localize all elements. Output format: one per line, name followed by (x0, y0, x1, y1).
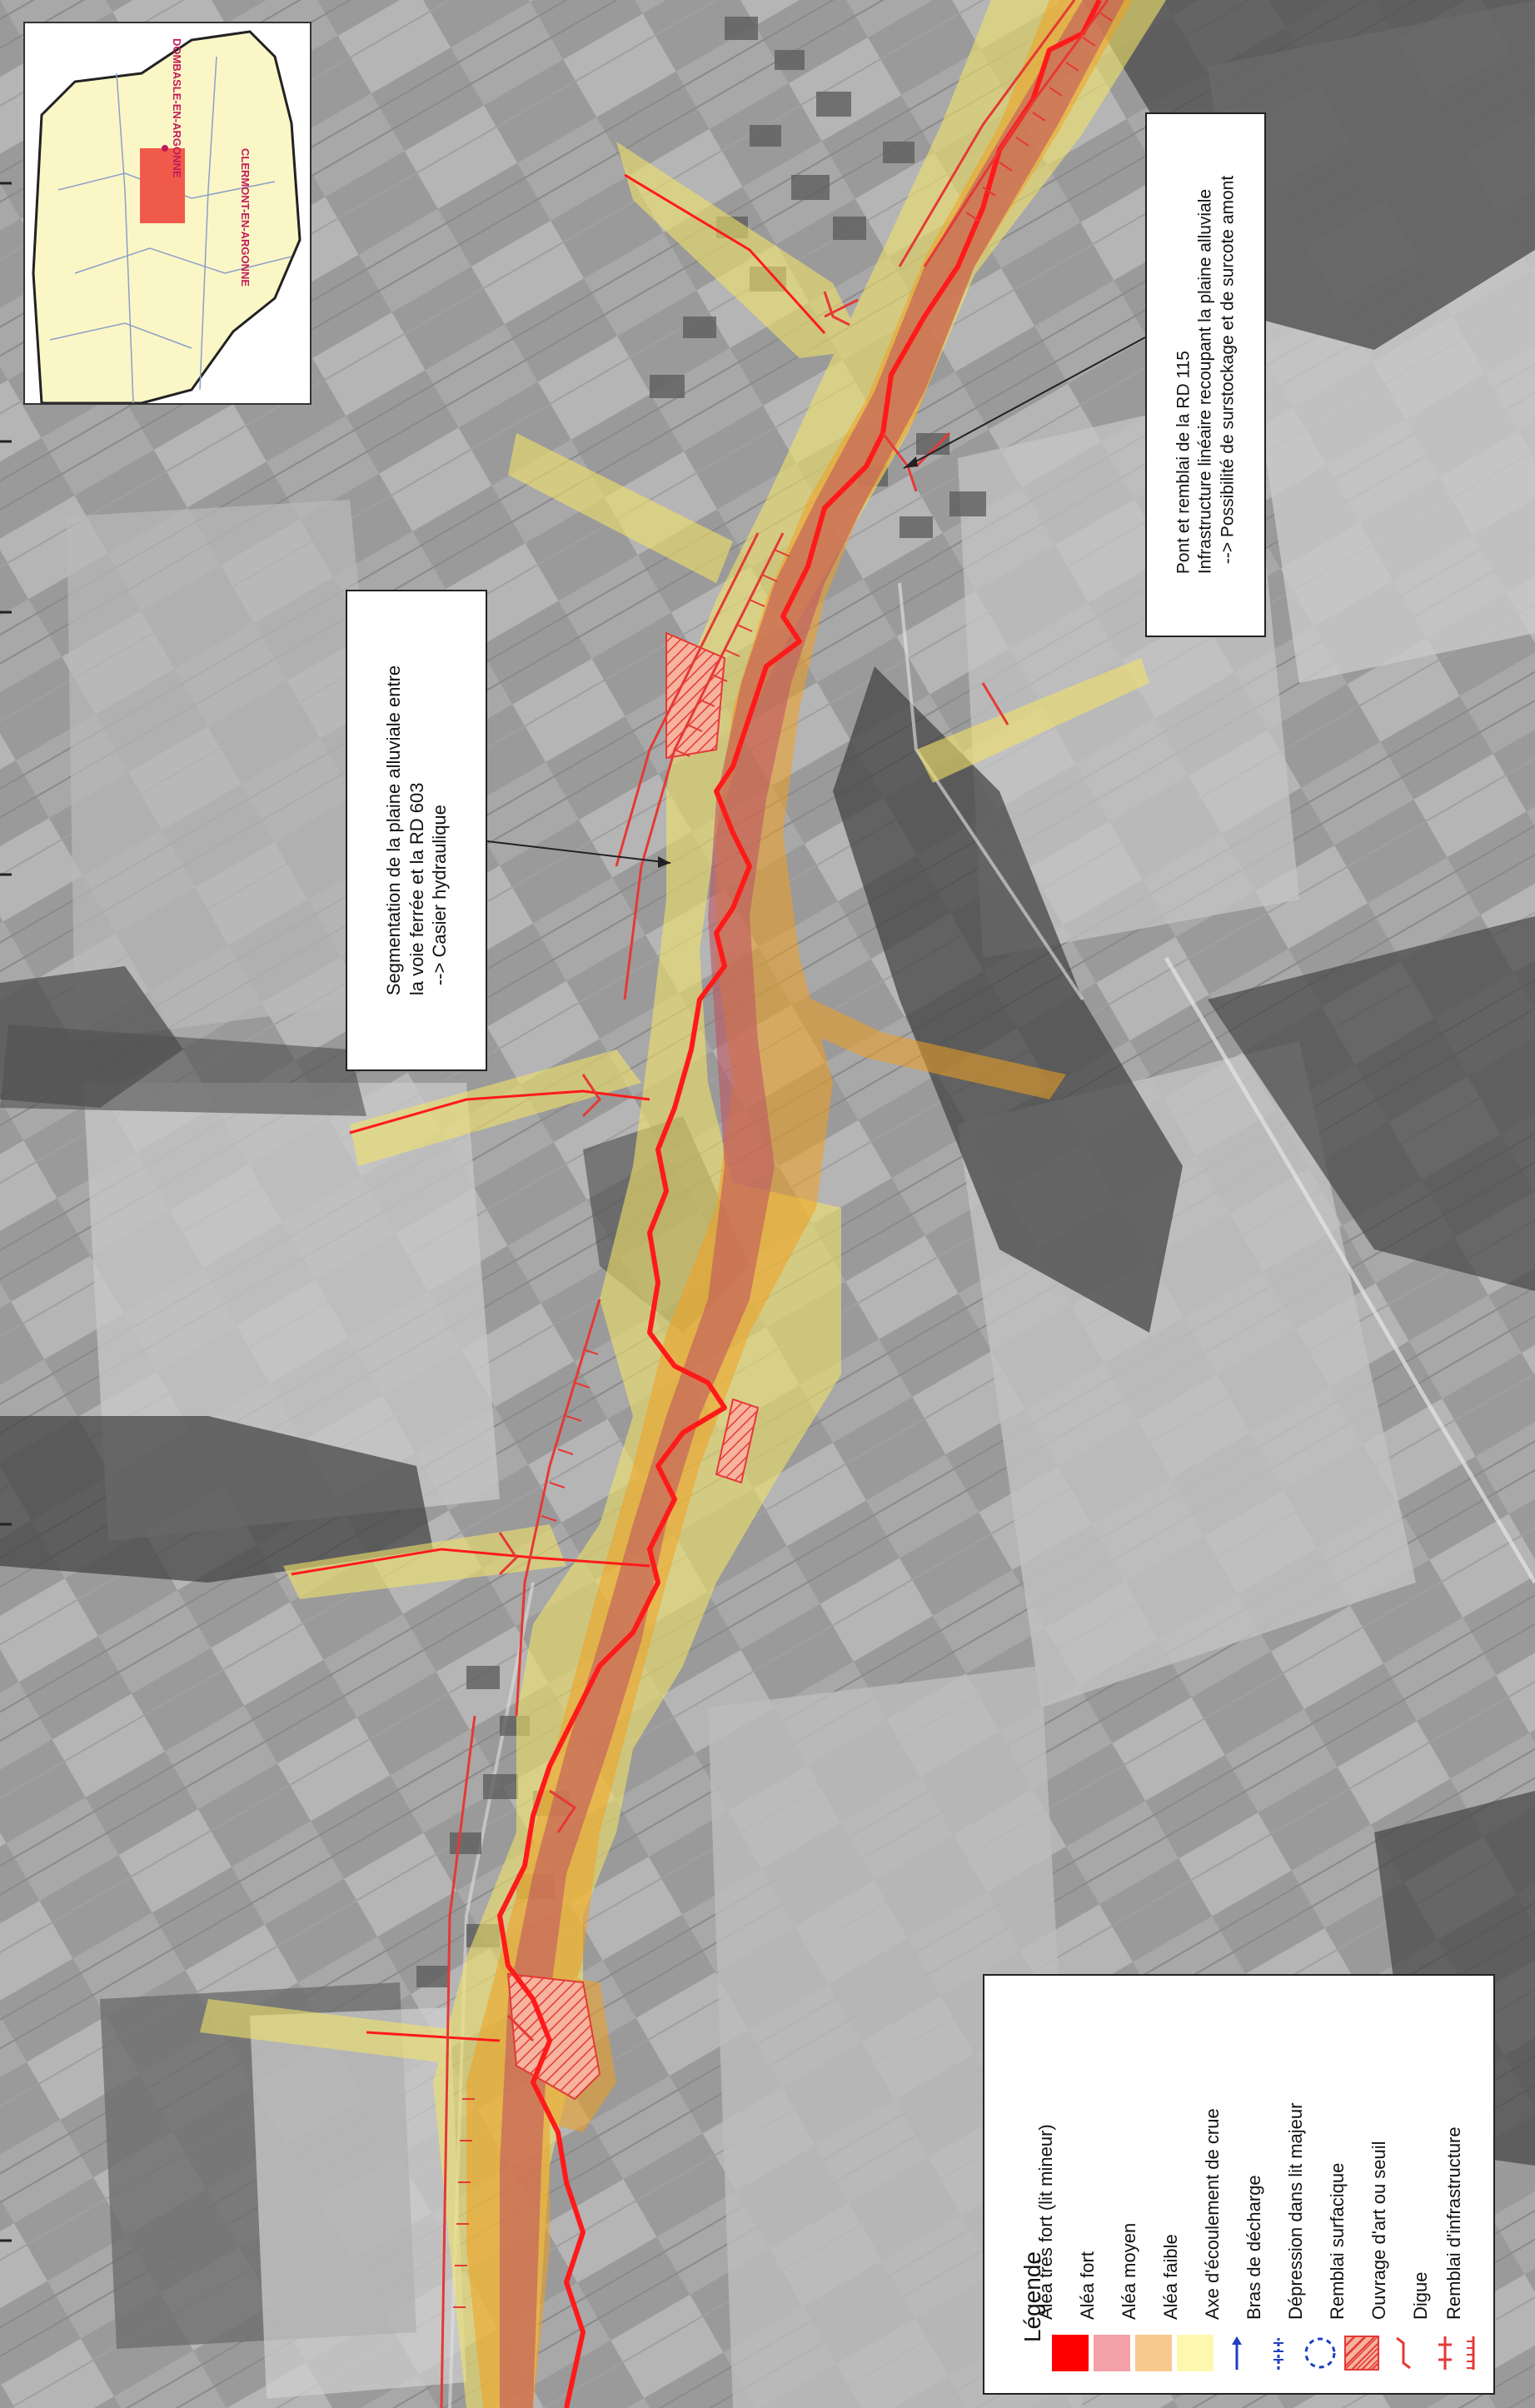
callout-line: --> Casier hydraulique (428, 805, 450, 986)
legend-label: Ouvrage d'art ou seuil (1368, 2141, 1389, 2320)
legend-item: Digue (1410, 1976, 1468, 2371)
legend-item: Aléa faible (1160, 1976, 1219, 2371)
inset-highlight (140, 148, 185, 223)
legend-swatch-tres-fort (1052, 2335, 1089, 2371)
legend-label: Digue (1410, 2271, 1431, 2320)
legend-swatch-moyen (1135, 2335, 1172, 2371)
callout-arrowhead (904, 456, 918, 468)
callout-line: la voie ferrée et la RD 603 (406, 782, 427, 996)
legend-label: Aléa fort (1077, 2251, 1098, 2320)
legend-item: Aléa fort (1077, 1976, 1135, 2371)
callout-line: --> Possibilité de surstockage et de sur… (1217, 175, 1237, 565)
callout-line: Infrastructure linéaire recoupant la pla… (1195, 188, 1215, 575)
dike-icon (1438, 2336, 1452, 2370)
frame-ticks (0, 182, 12, 2242)
field-block (67, 500, 400, 1041)
callout-text: Segmentation de la plaine alluviale entr… (382, 666, 451, 995)
callout-line: Segmentation de la plaine alluviale entr… (382, 665, 404, 996)
legend-label: Aléa moyen (1119, 2222, 1139, 2320)
legend-item: Ouvrage d'art ou seuil (1368, 1976, 1427, 2371)
inset-town-label: CLERMONT-EN-ARGONNE (239, 148, 252, 287)
inset-svg (25, 23, 310, 403)
forest (833, 666, 1183, 1333)
legend-item: Aléa moyen (1119, 1976, 1177, 2371)
callout-leader (903, 337, 1146, 469)
legend-label: Remblai surfacique (1327, 2162, 1348, 2320)
river-lit-mineur (497, 0, 1102, 2408)
legend-item: Remblai surfacique (1327, 1976, 1385, 2371)
legend-label: Remblai d'infrastructure (1443, 2126, 1464, 2320)
legend-item: Bras de décharge (1243, 1976, 1302, 2371)
branch-icon (1273, 2338, 1283, 2370)
legend-label: Aléa faible (1160, 2234, 1181, 2320)
locator-inset-map[interactable]: DOMBASLE-EN-ARGONNE CLERMONT-EN-ARGONNE (23, 22, 311, 405)
flow-axes (291, 173, 826, 2042)
legend-label: Aléa très fort (lit mineur) (1035, 2124, 1056, 2320)
forest (1083, 0, 1535, 350)
legend-item: Axe d'écoulement de crue (1202, 1976, 1260, 2371)
callout-pont: Pont et remblai de la RD 115 Infrastruct… (1145, 112, 1266, 637)
remblai-surfacique (506, 1972, 601, 2101)
callout-text: Pont et remblai de la RD 115 Infrastruct… (1173, 176, 1238, 574)
remblai-surfacique (715, 1398, 760, 1484)
inset-town-label: DOMBASLE-EN-ARGONNE (171, 38, 183, 178)
map-legend: Légende Aléa très fort (lit mineur) Aléa… (983, 1974, 1495, 2395)
legend-label: Axe d'écoulement de crue (1202, 2108, 1223, 2320)
bracket-icon (1396, 2336, 1411, 2370)
legend-item: Aléa très fort (lit mineur) (1035, 1976, 1094, 2371)
callout-line: Pont et remblai de la RD 115 (1174, 351, 1194, 575)
inset-town-marker (162, 145, 168, 152)
forest (0, 1416, 433, 1583)
field-block (250, 2007, 466, 2399)
hatch-icon (1344, 2336, 1379, 2371)
infrastructure-ticks (453, 12, 1113, 2308)
legend-label: Bras de décharge (1243, 2175, 1264, 2320)
legend-item: Dépression dans lit majeur (1285, 1976, 1343, 2371)
dashed-circle-icon (1304, 2337, 1336, 2369)
flow-arrow-icon (1232, 2336, 1242, 2370)
callout-arrowhead (658, 856, 670, 868)
forest (1208, 916, 1535, 1291)
legend-swatch-faible (1177, 2335, 1214, 2371)
callout-leader (486, 840, 671, 864)
forest (0, 1025, 366, 1116)
legend-label: Dépression dans lit majeur (1285, 2102, 1306, 2320)
comb-icon (1467, 2336, 1475, 2370)
callout-segmentation: Segmentation de la plaine alluviale entr… (346, 590, 487, 1071)
legend-item: Remblai d'infrastructure (1443, 1976, 1493, 2371)
legend-swatch-fort (1094, 2335, 1130, 2371)
road (1164, 956, 1535, 1584)
